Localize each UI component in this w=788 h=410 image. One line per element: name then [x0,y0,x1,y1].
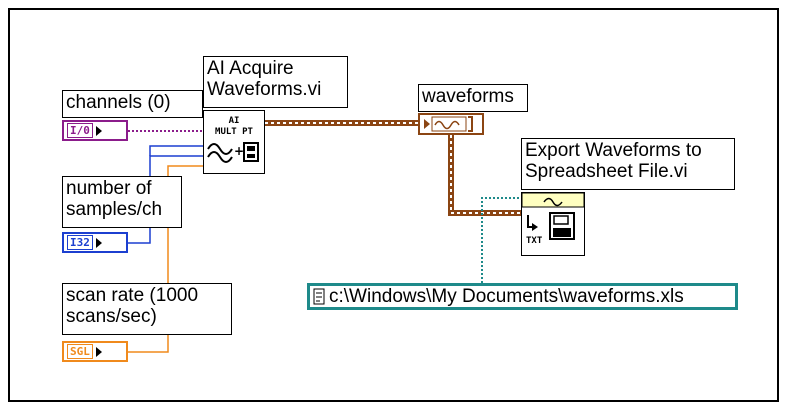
scan-rate-label: scan rate (1000 scans/sec) [62,283,232,335]
svg-text:MULT PT: MULT PT [215,127,254,137]
file-path-constant[interactable]: c:\Windows\My Documents\waveforms.xls [307,283,738,310]
samples-label: number of samples/ch [62,176,182,228]
output-arrow-icon [95,237,102,248]
export-spreadsheet-icon: TXT [521,192,585,246]
ai-acquire-label: AI Acquire Waveforms.vi [203,56,348,108]
waveform-indicator-icon [424,116,473,132]
io-type-tag: I/0 [67,123,93,138]
waveform-wire-2 [448,135,522,216]
path-icon [313,288,325,304]
scan-rate-terminal[interactable]: SGL [62,341,128,362]
path-wire [481,197,522,283]
output-arrow-icon [95,346,102,357]
waveforms-label: waveforms [418,84,528,112]
svg-text:TXT: TXT [526,236,543,246]
ai-acquire-vi-icon[interactable]: AI MULT PT + [203,110,265,174]
channels-terminal[interactable]: I/0 [62,120,128,141]
waveforms-terminal[interactable] [418,113,484,135]
samples-terminal[interactable]: I32 [62,232,128,253]
waveform-acquire-icon: AI MULT PT + [207,116,259,163]
channels-label: channels (0) [62,90,203,118]
export-label: Export Waveforms to Spreadsheet File.vi [521,138,735,190]
output-arrow-icon [95,125,102,136]
svg-text:+: + [234,144,244,158]
samples-wire-2 [149,145,206,156]
i32-type-tag: I32 [67,235,93,250]
file-path-value: c:\Windows\My Documents\waveforms.xls [329,285,684,307]
export-vi-icon[interactable]: TXT [521,192,585,256]
scan-rate-wire [128,165,206,353]
svg-text:AI: AI [229,116,240,126]
diagram-frame [8,8,779,402]
sgl-type-tag: SGL [67,344,93,359]
